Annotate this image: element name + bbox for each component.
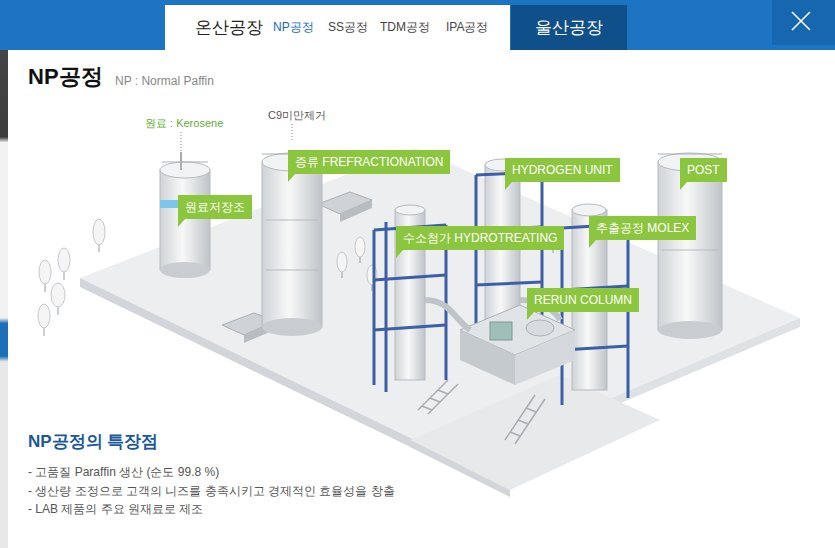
- feature-item: - 생산량 조정으로 고객의 니즈를 충족시키고 경제적인 효율성을 창출: [28, 483, 395, 500]
- feature-item: - 고품질 Paraffin 생산 (순도 99.8 %): [28, 464, 219, 481]
- feed-note: 원료 : Kerosene: [145, 116, 223, 131]
- tab-item: 온산공장: [195, 16, 263, 39]
- label-pointer: [589, 240, 596, 248]
- process-label: 수소첨가 HYDROTREATING: [396, 226, 564, 250]
- label-text: POST: [687, 162, 720, 178]
- label-pointer: [288, 174, 295, 182]
- backdrop-strip: [0, 0, 8, 548]
- tab-item: TDM공정: [380, 19, 430, 36]
- process-note: C9미만제거: [268, 108, 326, 123]
- process-label: HYDROGEN UNIT: [505, 158, 620, 182]
- process-label: RERUN COLUMN: [527, 288, 639, 312]
- label-pointer: [680, 182, 687, 190]
- tab-item: IPA공정: [446, 19, 488, 36]
- tab-title: 울산공장: [535, 16, 603, 39]
- label-text: RERUN COLUMN: [534, 292, 632, 308]
- subtitle: NP : Normal Paffin: [115, 74, 214, 88]
- page-title: NP공정: [28, 62, 103, 92]
- close-icon: [772, 0, 835, 45]
- tab-item: NP공정: [273, 19, 314, 36]
- process-label: 원료저장조: [178, 195, 252, 219]
- label-text: 증류 FREFRACTIONATION: [295, 154, 443, 170]
- label-pointer: [505, 182, 512, 190]
- section-heading: NP공정의 특장점: [28, 430, 158, 453]
- close-button: [772, 0, 835, 45]
- process-label: 증류 FREFRACTIONATION: [288, 150, 450, 174]
- label-text: HYDROGEN UNIT: [512, 162, 613, 178]
- label-pointer: [178, 219, 185, 227]
- label-text: 수소첨가 HYDROTREATING: [403, 230, 557, 246]
- feature-item: - LAB 제품의 주요 원재료로 제조: [28, 501, 203, 518]
- label-pointer: [527, 312, 534, 320]
- process-label: 추출공정 MOLEX: [589, 216, 696, 240]
- process-label: POST: [680, 158, 727, 182]
- tab-item: SS공정: [328, 19, 368, 36]
- label-text: 추출공정 MOLEX: [596, 220, 689, 236]
- plant-tab: 울산공장: [511, 5, 627, 50]
- label-pointer: [396, 250, 403, 258]
- label-text: 원료저장조: [185, 199, 245, 215]
- tab-bar: 온산공장 NP공정 SS공정 TDM공정 IPA공정: [165, 5, 510, 50]
